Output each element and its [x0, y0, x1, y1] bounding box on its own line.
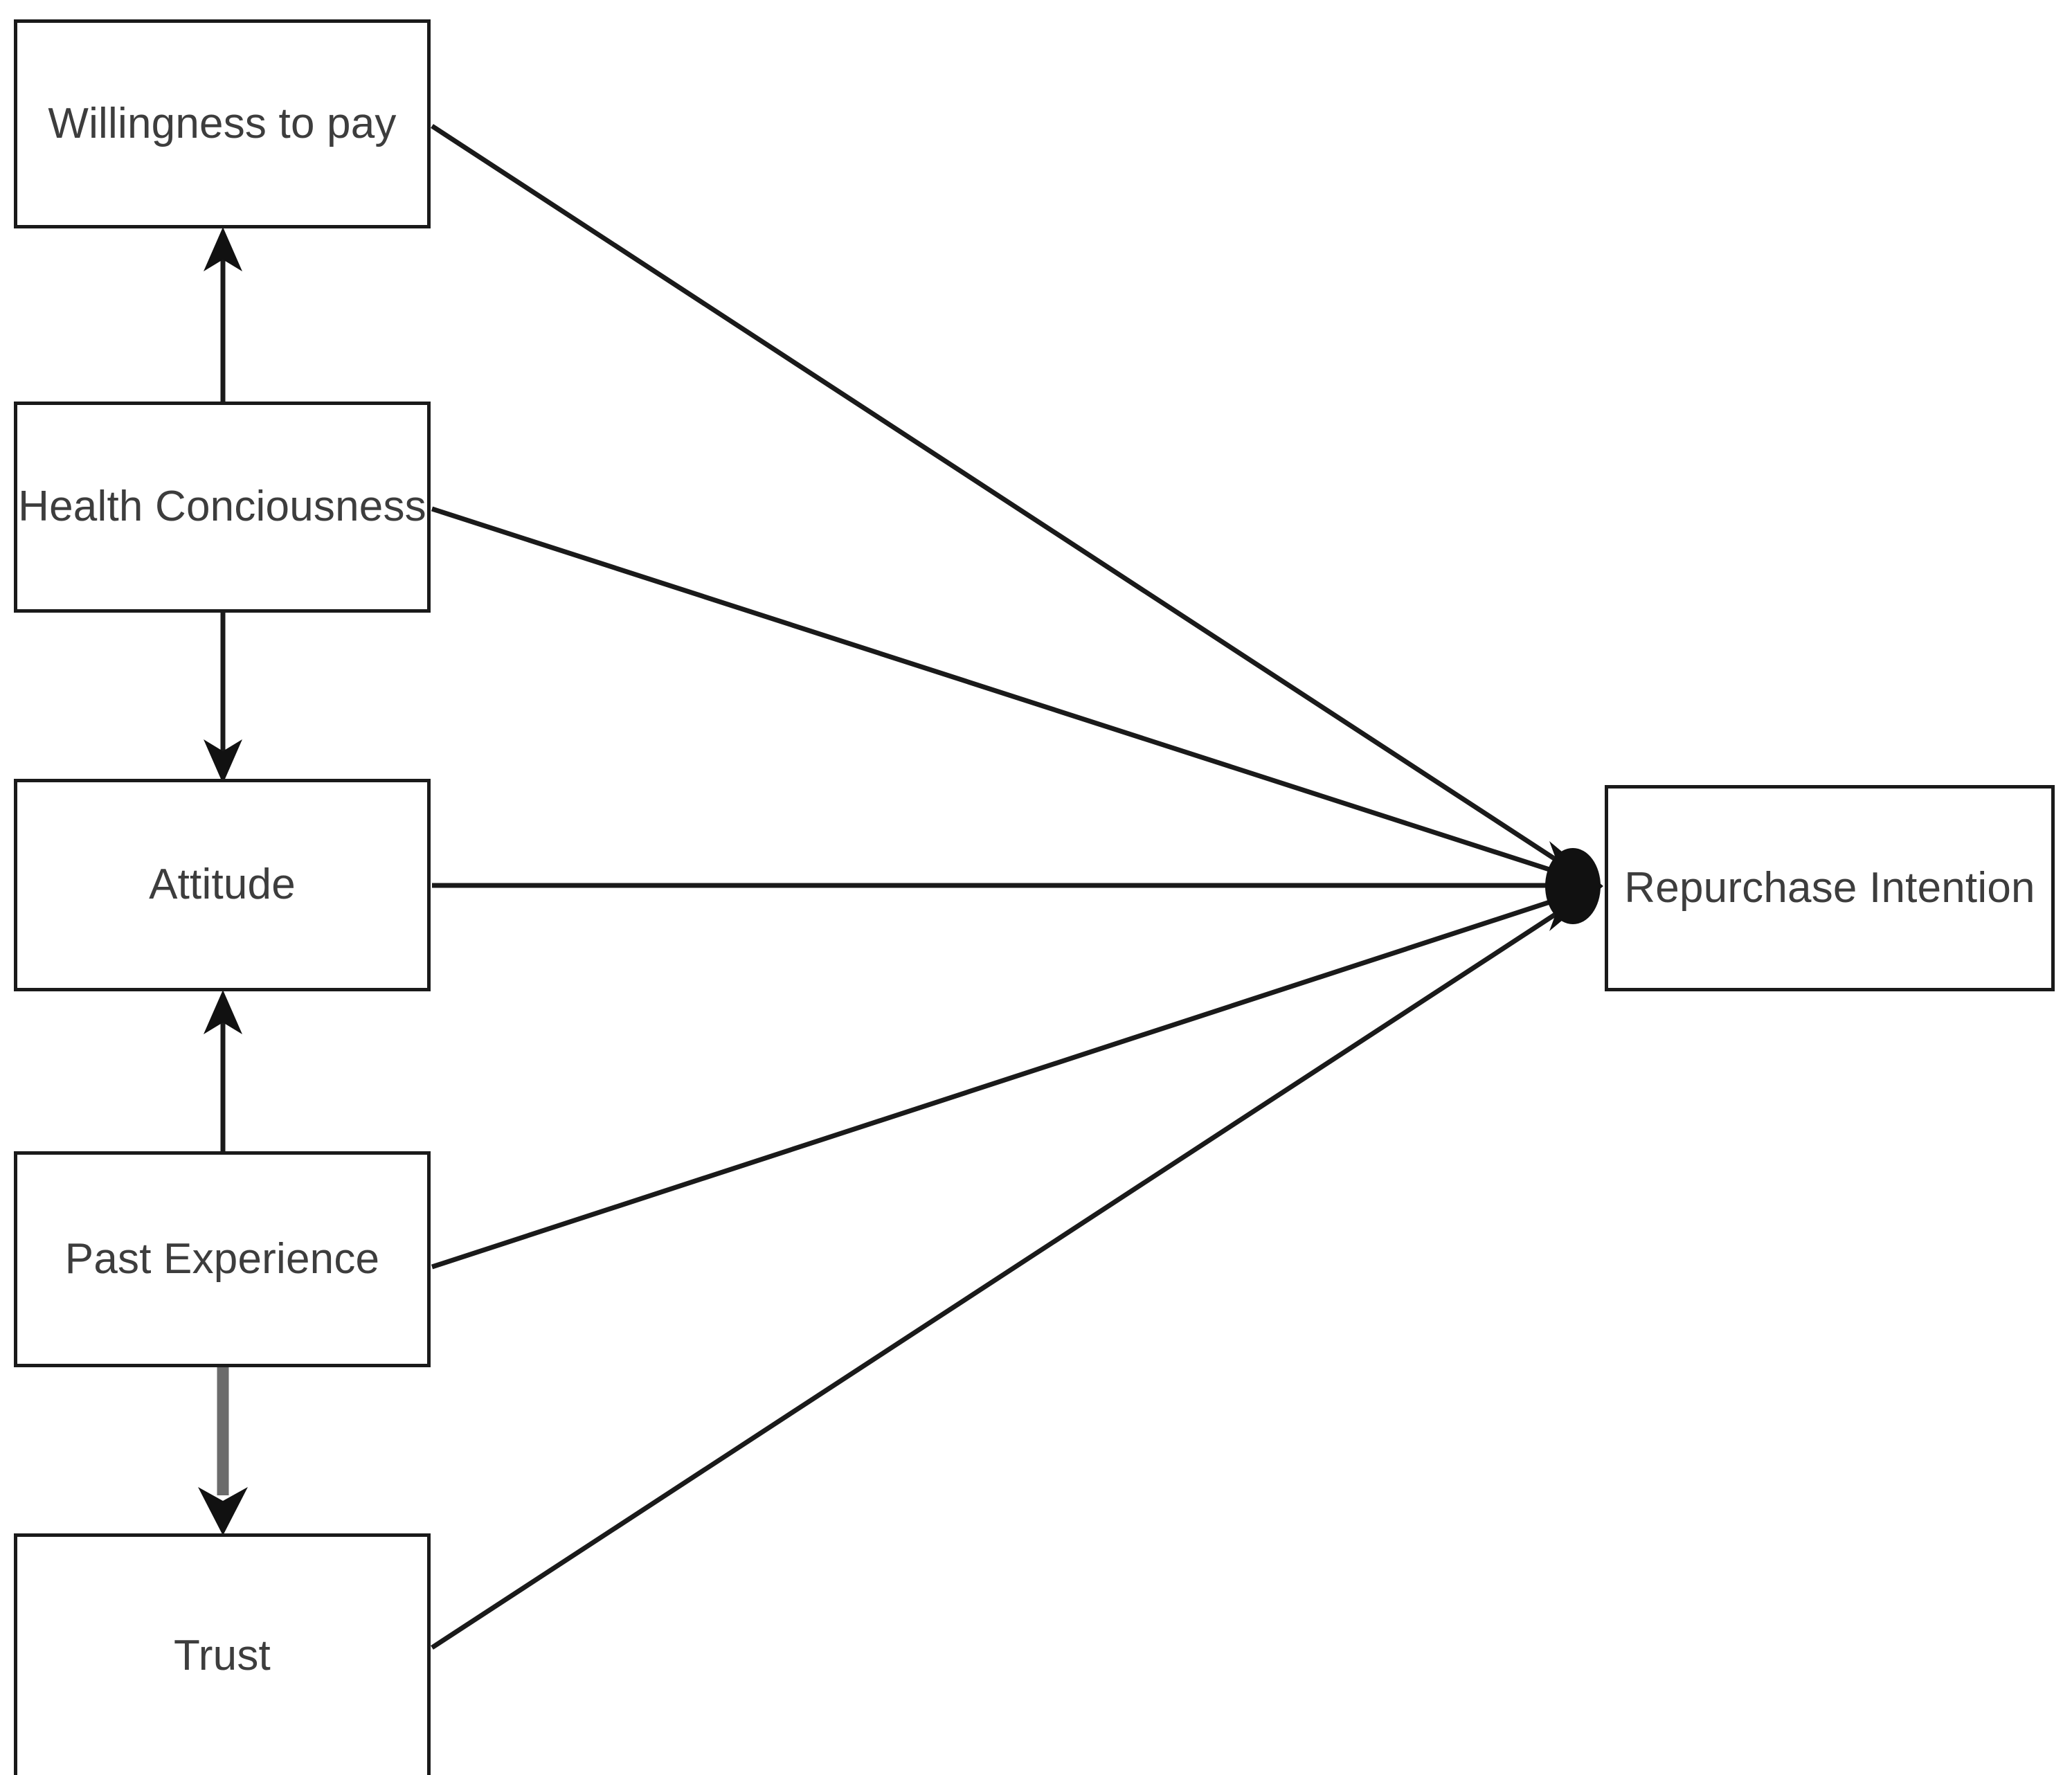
node-label-past-experience: Past Experience — [64, 1234, 380, 1283]
node-label-attitude: Attitude — [149, 861, 296, 909]
arrowhead-down-icon — [198, 1487, 248, 1535]
node-willingness-to-pay[interactable]: Willingness to pay — [14, 19, 431, 228]
arrowhead-convergence-blob — [1545, 848, 1601, 924]
node-trust[interactable]: Trust — [14, 1533, 431, 1775]
edge-health-conciousness-to-willingness-to-pay — [204, 227, 242, 402]
edge-past-experience-to-attitude — [204, 990, 242, 1151]
node-health-conciousness[interactable]: Health Conciousness — [14, 402, 431, 613]
arrowhead-up-icon — [204, 990, 242, 1034]
node-label-willingness-to-pay: Willingness to pay — [48, 99, 397, 147]
node-past-experience[interactable]: Past Experience — [14, 1151, 431, 1367]
edge-past-experience-to-trust — [198, 1367, 248, 1535]
node-repurchase-intention[interactable]: Repurchase Intention — [1605, 785, 2055, 991]
edge-health-conciousness-to-repurchase-intention — [431, 506, 1594, 886]
edge-past-experience-to-repurchase-intention — [431, 885, 1594, 1270]
edge-trust-to-repurchase-intention — [431, 888, 1594, 1650]
node-label-trust: Trust — [174, 1631, 271, 1679]
node-label-health-conciousness: Health Conciousness — [18, 483, 426, 531]
edge-health-conciousness-to-attitude — [204, 613, 242, 784]
arrowhead-down-icon — [204, 739, 242, 784]
arrowhead-up-icon — [204, 227, 242, 271]
edge-willingness-to-pay-to-repurchase-intention — [431, 124, 1594, 885]
node-attitude[interactable]: Attitude — [14, 779, 431, 991]
node-label-repurchase-intention: Repurchase Intention — [1624, 863, 2035, 912]
